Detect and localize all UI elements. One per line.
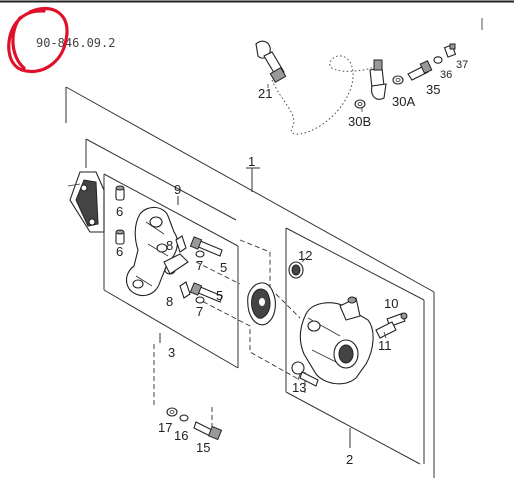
- callout-8a: 8: [166, 238, 173, 253]
- callout-1: 1: [248, 154, 255, 169]
- callout-15: 15: [196, 440, 210, 455]
- brake-disc: [247, 282, 276, 326]
- bolt-13: [291, 361, 319, 387]
- callout-5b: 5: [216, 288, 223, 303]
- assembly-box-2: [285, 227, 425, 465]
- brake-hose-assembly: [255, 40, 457, 135]
- callout-16: 16: [174, 428, 188, 443]
- callout-2: 2: [346, 452, 353, 467]
- callout-6b: 6: [116, 244, 123, 259]
- callout-leaders: [267, 84, 387, 381]
- callout-21: 21: [258, 86, 272, 101]
- red-circle-annotation: [7, 6, 69, 73]
- callout-37: 37: [456, 59, 468, 71]
- callout-13: 13: [292, 380, 306, 395]
- callouts: 1 2 3 5 5 6 6 7 7 8 8 9 10 11 12 13 15 1…: [116, 59, 468, 467]
- callout-9: 9: [174, 182, 181, 197]
- callout-6a: 6: [116, 204, 123, 219]
- callout-10: 10: [384, 296, 398, 311]
- callout-8b: 8: [166, 294, 173, 309]
- callout-36: 36: [440, 69, 452, 81]
- mounting-bracket: [125, 206, 189, 297]
- assembly-box-1: [65, 86, 435, 478]
- fittings-10-11: [375, 312, 408, 339]
- callout-5a: 5: [220, 260, 227, 275]
- callout-30b: 30B: [348, 114, 371, 129]
- clips-8: [175, 235, 191, 299]
- guide-pins-6: [115, 185, 125, 245]
- bolts-5-washers-7: [189, 236, 223, 304]
- pad-shield: [67, 171, 105, 233]
- caliper-body: [299, 296, 374, 385]
- callout-7b: 7: [196, 304, 203, 319]
- callout-17: 17: [158, 420, 172, 435]
- callout-3: 3: [168, 345, 175, 360]
- dust-boot-12: [288, 261, 304, 279]
- bolt-15-washers: [166, 407, 223, 441]
- callout-7a: 7: [196, 258, 203, 273]
- callout-30a: 30A: [392, 94, 415, 109]
- callout-11: 11: [378, 338, 392, 353]
- callout-12: 12: [298, 248, 312, 263]
- drawing-reference: 90-846.09.2: [36, 36, 115, 50]
- callout-35: 35: [426, 82, 440, 97]
